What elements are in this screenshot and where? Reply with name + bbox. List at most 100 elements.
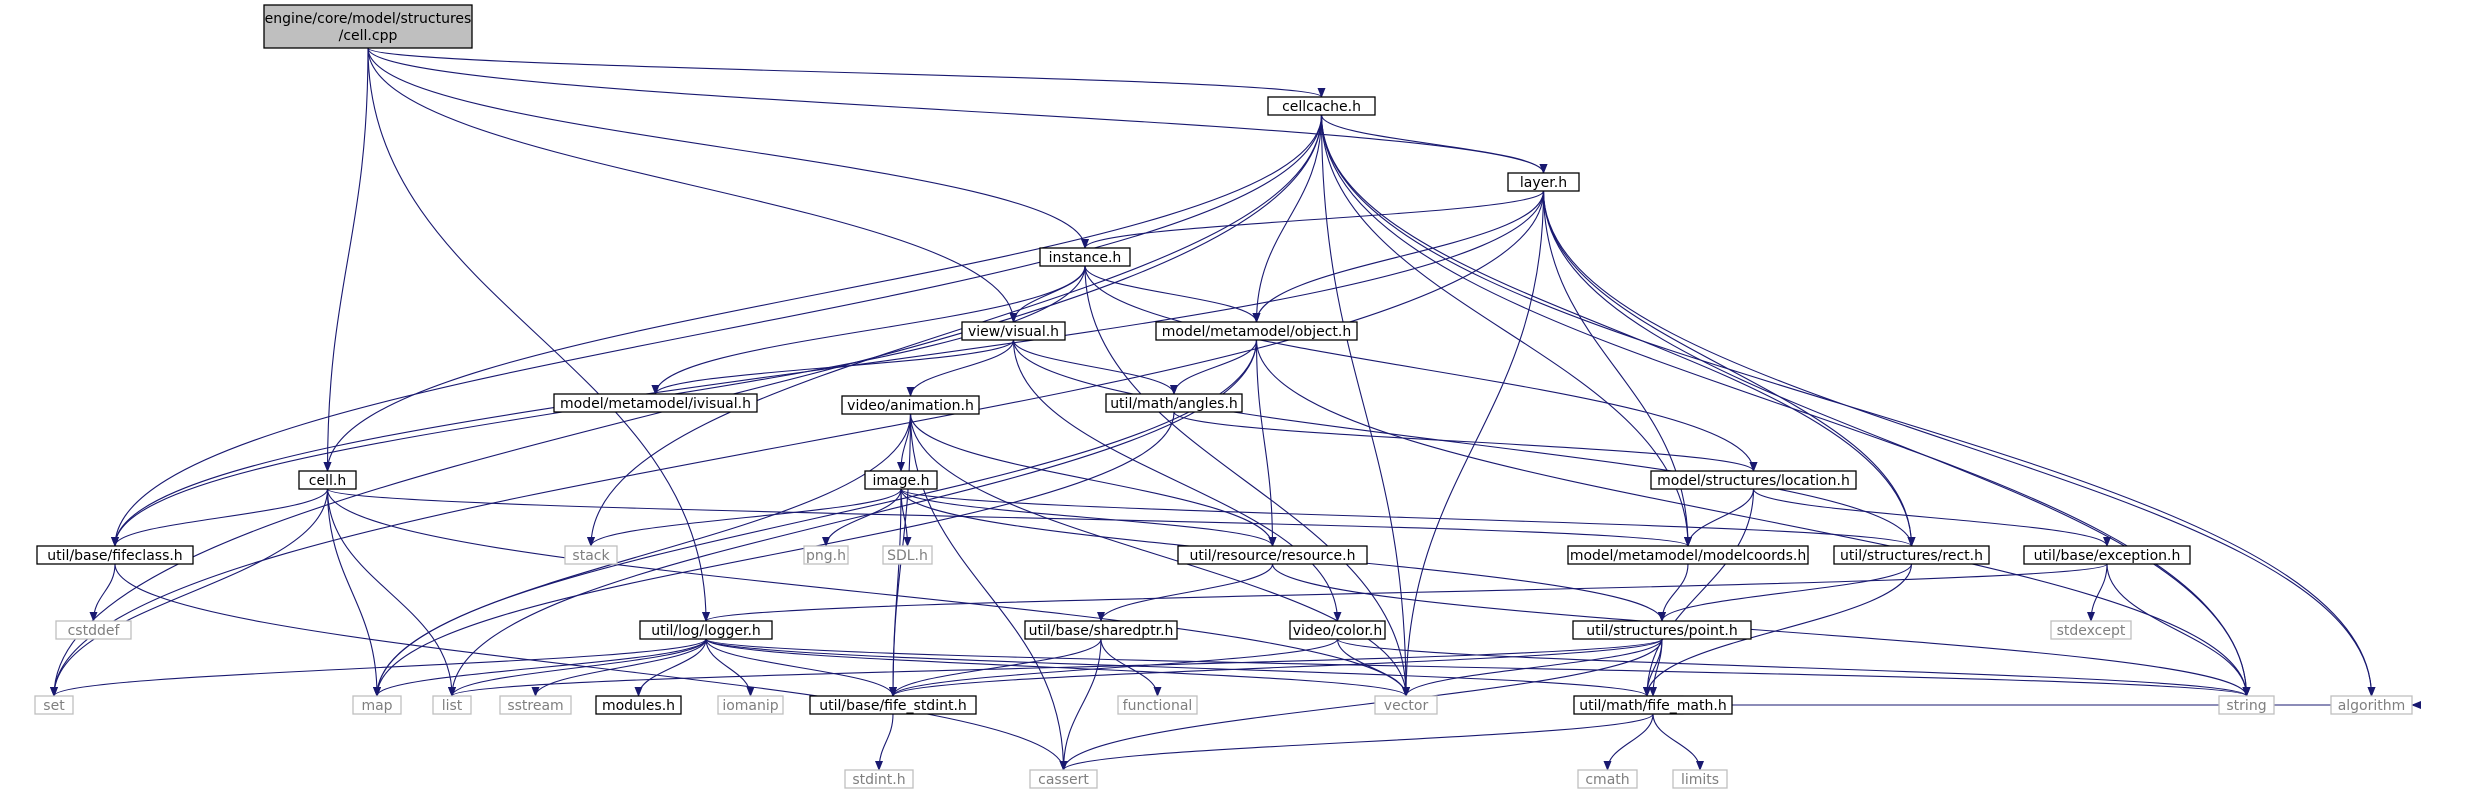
node-box	[717, 695, 784, 715]
graph-node-angles[interactable]: util/math/angles.h	[1105, 393, 1243, 413]
graph-node-iomanip: iomanip	[717, 695, 784, 715]
edge	[1252, 190, 1545, 323]
edge	[1320, 114, 2251, 697]
edge	[889, 638, 1663, 697]
node-box	[2050, 620, 2132, 640]
graph-node-instance[interactable]: instance.h	[1039, 247, 1131, 267]
node-label: cassert	[1038, 772, 1089, 788]
edge-layer-to-rect	[1542, 190, 1916, 547]
graph-node-modelcoords[interactable]: model/metamodel/modelcoords.h	[1567, 545, 1809, 565]
edge-sharedptr-to-functional	[1100, 638, 1162, 697]
edge	[634, 638, 707, 697]
graph-node-layer[interactable]: layer.h	[1507, 172, 1580, 192]
edge-location-to-exception	[1752, 488, 2111, 547]
edge-instance-to-location	[1084, 265, 1758, 472]
node-label: util/log/logger.h	[651, 623, 761, 639]
node-label: model/metamodel/ivisual.h	[560, 396, 751, 412]
graph-node-rect[interactable]: util/structures/rect.h	[1833, 545, 1990, 565]
edge	[587, 114, 1323, 547]
graph-node-resource[interactable]: util/resource/resource.h	[1177, 545, 1368, 565]
edge	[909, 413, 1068, 771]
graph-node-point[interactable]: util/structures/point.h	[1572, 620, 1752, 640]
edge-resource-to-string	[1271, 563, 2251, 697]
node-box	[564, 545, 618, 565]
edge	[1320, 114, 1692, 547]
edge-logger-to-set	[50, 638, 707, 697]
edge-angles-to-map	[373, 411, 1175, 697]
edge-object-to-string	[1255, 339, 2251, 697]
edge	[114, 563, 1068, 771]
node-label: list	[442, 698, 463, 714]
edge-cellcache-to-rect	[1320, 114, 1916, 547]
edge	[1012, 339, 1916, 547]
graph-node-sharedptr[interactable]: util/base/sharedptr.h	[1024, 620, 1178, 640]
graph-node-location[interactable]: model/structures/location.h	[1650, 470, 1857, 490]
graph-node-fifemath[interactable]: util/math/fife_math.h	[1573, 695, 1733, 715]
graph-node-image[interactable]: image.h	[864, 470, 938, 490]
node-box	[2218, 695, 2275, 715]
graph-node-modules[interactable]: modules.h	[595, 695, 682, 715]
edge-cellcache-to-object	[1252, 114, 1323, 323]
edge	[875, 713, 894, 771]
edge-cell-to-set	[50, 488, 329, 697]
edge-cellcache-to-string	[1320, 114, 2251, 697]
edge	[1649, 638, 1663, 697]
edge	[1097, 563, 1274, 622]
edge	[448, 638, 1663, 697]
node-box	[1024, 620, 1178, 640]
node-box	[34, 695, 74, 715]
edge-exception-to-logger	[702, 563, 2108, 622]
graph-node-animation[interactable]: video/animation.h	[841, 395, 980, 415]
edge	[1402, 190, 1545, 697]
edge-point-to-fifestdint	[889, 638, 1663, 697]
graph-node-ivisual[interactable]: model/metamodel/ivisual.h	[553, 393, 758, 413]
graph-node-cell[interactable]: cell.h	[298, 470, 357, 490]
graph-node-object[interactable]: model/metamodel/object.h	[1155, 321, 1358, 341]
edge-rect-to-iostream	[1643, 563, 1913, 697]
edge	[367, 47, 710, 622]
edge-fifemath-to-cassert	[1059, 713, 1654, 771]
graph-node-root[interactable]: engine/core/model/structures/cell.cpp	[263, 4, 473, 49]
edge	[651, 265, 1086, 395]
edge-logger-to-map	[373, 638, 707, 697]
edge	[1652, 713, 1704, 771]
node-label: png.h	[806, 548, 846, 564]
graph-node-cellcache[interactable]: cellcache.h	[1267, 96, 1376, 116]
edge	[900, 488, 1277, 547]
graph-node-stack: stack	[564, 545, 618, 565]
node-box	[352, 695, 402, 715]
graph-node-color[interactable]: video/color.h	[1289, 620, 1386, 640]
graph-node-fifeclass[interactable]: util/base/fifeclass.h	[36, 545, 194, 565]
edge-image-to-png	[822, 488, 902, 547]
edge	[909, 413, 1277, 547]
node-label: engine/core/model/structures	[265, 11, 472, 27]
graph-node-exception[interactable]: util/base/exception.h	[2023, 545, 2191, 565]
edge-animation-to-map	[373, 413, 912, 697]
node-box	[432, 695, 472, 715]
node-label: cell.h	[309, 473, 346, 489]
node-box	[1567, 545, 1809, 565]
node-label: string	[2226, 698, 2266, 714]
node-label: util/base/fifeclass.h	[47, 548, 182, 564]
edge	[531, 638, 707, 697]
graph-node-fifestdint[interactable]: util/base/fife_stdint.h	[809, 695, 977, 715]
node-box	[298, 470, 357, 490]
edge-color-to-fifestdint	[889, 638, 1339, 697]
node-label: util/math/angles.h	[1110, 396, 1238, 412]
node-box	[1833, 545, 1990, 565]
edge	[1100, 638, 1162, 697]
node-box	[882, 545, 933, 565]
graph-node-logger[interactable]: util/log/logger.h	[639, 620, 773, 640]
edge-fifemath-to-limits	[1652, 713, 1704, 771]
node-label: SDL.h	[887, 548, 928, 564]
edge	[1542, 190, 1692, 547]
graph-node-algorithm: algorithm	[2330, 695, 2413, 715]
edge	[367, 47, 1018, 323]
edge	[1255, 339, 1277, 547]
node-box	[1267, 96, 1376, 116]
graph-node-visual[interactable]: view/visual.h	[961, 321, 1066, 341]
node-label: model/structures/location.h	[1657, 473, 1850, 489]
edge	[1542, 190, 1916, 547]
edge-fifemath-to-cmath	[1603, 713, 1654, 771]
edge	[326, 488, 1692, 547]
